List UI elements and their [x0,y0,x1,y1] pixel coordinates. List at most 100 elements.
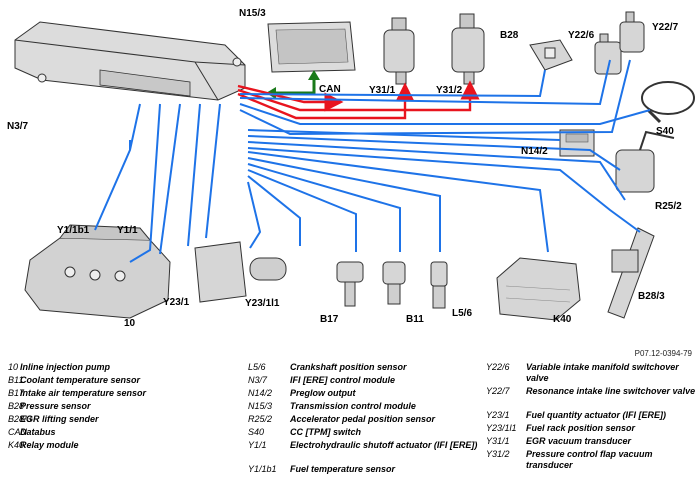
legend-code: R25/2 [248,414,273,424]
legend-code: Y22/7 [486,386,510,396]
label-y31-1: Y31/1 [369,85,396,96]
signal-wire-19 [239,59,611,106]
transmission-module-n15-3 [267,21,356,73]
egr-lifting-sender-b28-3 [607,227,655,319]
legend-code: Y23/1 [486,410,510,420]
signal-wire-20 [239,69,546,98]
legend-description: Resonance intake line switchover valve [526,386,696,396]
fuel-rack-sensor-y23-1l1 [194,241,287,303]
accelerator-pedal-sensor-r25-2 [615,130,675,193]
crank-position-sensor-l5-6 [430,261,448,309]
egr-vacuum-transducer-y31-1 [383,17,415,85]
legend-description: Preglow output [290,388,356,398]
legend-code: Y31/1 [486,436,510,446]
wiring-diagram: N15/3 CAN Y31/1 Y31/2 B28 Y22/6 Y22/7 N3… [7,8,695,329]
label-y31-2: Y31/2 [436,85,463,96]
legend-code: Y22/6 [486,362,510,372]
legend-code: B28/3 [8,414,32,424]
legend-description: Variable intake manifold switchover valv… [526,362,679,383]
signal-wire-8 [247,157,441,252]
legend-description: EGR lifting sender [20,414,99,424]
label-l5-6: L5/6 [452,308,473,319]
signal-wires [94,59,651,263]
label-y23-1l1: Y23/1l1 [245,298,280,309]
legend-code: Y1/1 [248,440,267,450]
signal-wire-1 [247,129,561,141]
legend-code: CAN [8,427,28,437]
label-y22-7: Y22/7 [652,22,679,33]
legend-description: Pressure sensor [20,401,91,411]
label-n3-7: N3/7 [7,121,29,132]
output-wires [237,80,480,120]
label-b17: B17 [320,314,339,325]
signal-wire-5 [239,103,651,125]
legend-code: B11 [8,375,24,385]
legend-code: N3/7 [248,375,268,385]
label-y1-1: Y1/1 [117,225,138,236]
legend-description: Electrohydraulic shutoff actuator (IFI [… [290,440,478,450]
legend-description: Fuel quantity actuator (IFI [ERE]) [526,410,667,420]
cc-switch-s40 [641,81,695,124]
signal-wire-9 [247,163,401,252]
legend-code: N15/3 [248,401,273,411]
signal-wire-15 [129,103,161,263]
signal-wire-16 [159,103,181,255]
legend-description: Databus [20,427,56,437]
control-module-n3-7 [14,21,246,101]
legend-code: Y23/1l1 [486,423,517,433]
signal-wire-3 [247,141,626,201]
signal-wire-11 [247,175,301,246]
legend-description: Pressure control flap vacuum transducer [526,449,653,470]
diagram-canvas [14,11,695,321]
label-b28: B28 [500,30,519,41]
label-r25-2: R25/2 [655,201,682,212]
label-k40: K40 [553,314,572,325]
legend-description: Accelerator pedal position sensor [290,414,436,424]
label-y1-1b1: Y1/1b1 [57,225,90,236]
preglow-output-n14-2 [559,129,595,157]
label-b28-3: B28/3 [638,291,665,302]
label-y23-1: Y23/1 [163,297,190,308]
intake-air-temp-sensor-b17 [336,261,364,307]
label-n15-3: N15/3 [239,8,266,19]
legend-description: Fuel temperature sensor [290,464,396,474]
label-n14-2: N14/2 [521,146,548,157]
signal-wire-10 [247,169,357,252]
legend-description: Crankshaft position sensor [290,362,407,372]
intake-switchover-valve-y22-6 [594,33,622,75]
figure-reference: P07.12-0394-79 [634,349,692,358]
legend-code: B17 [8,388,25,398]
label-can: CAN [319,84,341,95]
legend-code: Y31/2 [486,449,510,459]
signal-wire-18 [205,103,221,239]
label-y22-6: Y22/6 [568,30,595,41]
legend-description: Inline injection pump [20,362,110,372]
legend-code: Y1/1b1 [248,464,277,474]
legend-code: L5/6 [248,362,266,372]
label-s40: S40 [656,126,674,137]
legend-description: Intake air temperature sensor [20,388,147,398]
signal-wire-12 [247,181,262,249]
pressure-sensor-b28 [529,39,573,71]
signal-wire-6 [239,59,631,136]
signal-wire-2 [247,135,621,171]
legend-code: B28 [8,401,25,411]
legend-description: Fuel rack position sensor [526,423,636,433]
signal-wire-7 [247,151,549,253]
signal-wire-17 [187,103,201,247]
legend-description: CC [TPM] switch [290,427,361,437]
relay-module-k40 [496,257,581,321]
legend-description: EGR vacuum transducer [526,436,632,446]
legend-code: K40 [8,440,25,450]
label-10: 10 [124,318,136,329]
label-b11: B11 [406,314,424,325]
legend-code: S40 [248,427,265,437]
legend-description: Coolant temperature sensor [20,375,141,385]
resonance-switchover-valve-y22-7 [619,11,645,53]
legend-code: N14/2 [248,388,273,398]
coolant-temp-sensor-b11 [382,261,406,305]
injection-pump-10 [24,224,171,319]
signal-wire-4 [247,147,641,233]
signal-wire-14 [94,103,141,231]
